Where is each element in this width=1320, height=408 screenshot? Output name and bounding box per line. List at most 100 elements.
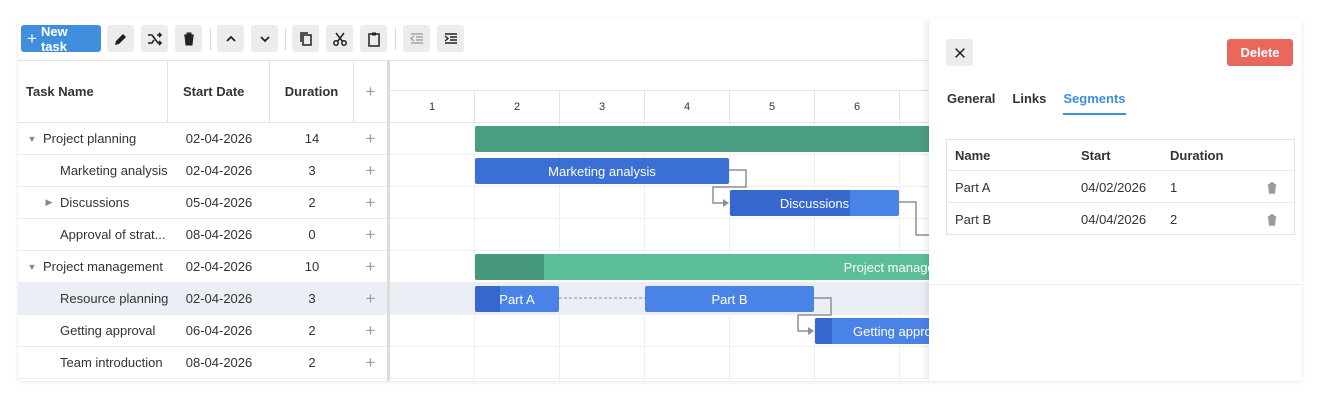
task-name: Project management: [43, 259, 163, 274]
bar-progress: [475, 286, 500, 312]
indent-icon: [444, 32, 457, 44]
segments-table: Name Start Duration Part A 04/02/2026 1 …: [946, 139, 1295, 235]
day-cell: 4: [645, 91, 730, 122]
task-name: Resource planning: [60, 291, 168, 306]
table-row[interactable]: ▶ Discussions 05-04-2026 2 +: [18, 187, 387, 219]
tab-links[interactable]: Links: [1012, 91, 1047, 106]
table-row[interactable]: ▼ Project management 02-04-2026 10 +: [18, 251, 387, 283]
split-button[interactable]: [141, 25, 168, 52]
task-name-cell: Getting approval: [18, 315, 168, 346]
table-row[interactable]: Team introduction 08-04-2026 2 +: [18, 347, 387, 379]
timeline-row: [390, 315, 930, 347]
segment-part-b-bar[interactable]: Part B: [645, 286, 814, 312]
add-subtask-button[interactable]: +: [365, 224, 376, 244]
new-task-button[interactable]: + New task: [21, 24, 101, 54]
tab-segments[interactable]: Segments: [1063, 91, 1126, 115]
caret-right-icon[interactable]: ▶: [45, 197, 53, 207]
task-name-cell: Resource planning: [18, 283, 168, 314]
segment-name: Part B: [955, 212, 992, 227]
add-subtask-button[interactable]: +: [365, 320, 376, 340]
column-duration[interactable]: Duration: [270, 61, 354, 122]
cut-button[interactable]: [326, 25, 353, 52]
segment-row[interactable]: Part A 04/02/2026 1: [947, 172, 1294, 203]
tab-general[interactable]: General: [947, 91, 996, 106]
close-panel-button[interactable]: [946, 39, 973, 66]
timeline-scale-days: 1 2 3 4 5 6: [390, 91, 930, 123]
add-subtask-button[interactable]: +: [365, 192, 376, 212]
add-subtask-button[interactable]: +: [365, 256, 376, 276]
segment-duration: 1: [1170, 180, 1178, 195]
move-down-button[interactable]: [251, 25, 278, 52]
grid-column-line: [899, 123, 900, 381]
table-row[interactable]: ▼ Project planning 02-04-2026 14 +: [18, 123, 387, 155]
grid-column-line: [729, 123, 730, 381]
project-planning-bar[interactable]: [475, 126, 930, 152]
timeline-row: [390, 155, 930, 187]
table-row-selected[interactable]: Resource planning 02-04-2026 3 +: [18, 283, 387, 315]
delete-task-button[interactable]: [175, 25, 202, 52]
segments-header-row: Name Start Duration: [947, 140, 1294, 171]
segment-row[interactable]: Part B 04/04/2026 2: [947, 204, 1294, 235]
discussions-bar[interactable]: Discussions: [730, 190, 899, 216]
bar-progress: [475, 254, 544, 280]
timeline-row: [390, 123, 930, 155]
column-name: Name: [955, 148, 991, 163]
paste-button[interactable]: [360, 25, 387, 52]
duration-cell: 3: [308, 291, 316, 306]
bar-label: Discussions: [779, 195, 850, 211]
column-start-date[interactable]: Start Date: [168, 61, 270, 122]
task-name-cell: Approval of strat...: [18, 219, 168, 250]
add-subtask-button[interactable]: +: [365, 352, 376, 372]
task-editor-panel: Delete General Links Segments Name Start…: [929, 19, 1302, 381]
bar-label: Part B: [711, 291, 748, 307]
edit-button[interactable]: [107, 25, 134, 52]
task-name: Getting approval: [60, 323, 156, 338]
task-name-cell: ▶ Discussions: [18, 187, 168, 218]
timeline-row: [390, 347, 930, 379]
task-name-cell: Marketing analysis: [18, 155, 168, 186]
bar-label: Project manager: [843, 259, 930, 275]
project-management-bar[interactable]: Project manager: [475, 254, 930, 280]
column-start: Start: [1081, 148, 1111, 163]
outdent-button[interactable]: [403, 25, 430, 52]
grid-column-line: [474, 123, 475, 381]
bar-label: Marketing analysis: [548, 163, 656, 179]
panel-tabs: General Links Segments: [947, 91, 1143, 115]
caret-down-icon[interactable]: ▼: [27, 133, 37, 144]
indent-button[interactable]: [437, 25, 464, 52]
gantt-timeline: 1 2 3 4 5 6: [390, 60, 930, 381]
toolbar: + New task: [18, 19, 1302, 59]
day-cell: 3: [560, 91, 645, 122]
task-name-cell: Team introduction: [18, 347, 168, 378]
marketing-analysis-bar[interactable]: Marketing analysis: [475, 158, 729, 184]
add-subtask-button[interactable]: +: [365, 160, 376, 180]
delete-segment-button[interactable]: [1265, 172, 1279, 203]
table-row[interactable]: Approval of strat... 08-04-2026 0 +: [18, 219, 387, 251]
duration-cell: 3: [308, 163, 316, 178]
timeline-scale-top: [390, 61, 930, 91]
day-cell: 1: [390, 91, 475, 122]
getting-approval-bar[interactable]: Getting appro: [815, 318, 930, 344]
add-subtask-button[interactable]: +: [365, 288, 376, 308]
table-row[interactable]: Marketing analysis 02-04-2026 3 +: [18, 155, 387, 187]
outdent-icon: [409, 32, 423, 44]
caret-down-icon[interactable]: ▼: [27, 261, 37, 272]
bar-label: Getting appro: [853, 323, 930, 339]
task-name-cell: ▼ Project planning: [18, 123, 168, 154]
day-cell: 5: [730, 91, 815, 122]
copy-icon: [299, 31, 312, 46]
delete-button[interactable]: Delete: [1227, 39, 1293, 66]
column-task-name[interactable]: Task Name: [18, 61, 168, 122]
grid-header: Task Name Start Date Duration +: [18, 61, 387, 123]
add-task-header-button[interactable]: +: [365, 81, 376, 101]
segment-part-a-bar[interactable]: Part A: [475, 286, 559, 312]
grid-resizer-handle[interactable]: [387, 60, 390, 381]
move-up-button[interactable]: [217, 25, 244, 52]
grid-column-line: [644, 123, 645, 381]
delete-segment-button[interactable]: [1265, 204, 1279, 235]
duration-cell: 0: [308, 227, 316, 242]
table-row[interactable]: Getting approval 06-04-2026 2 +: [18, 315, 387, 347]
add-subtask-button[interactable]: +: [365, 128, 376, 148]
copy-button[interactable]: [292, 25, 319, 52]
start-date-cell: 05-04-2026: [185, 195, 253, 210]
